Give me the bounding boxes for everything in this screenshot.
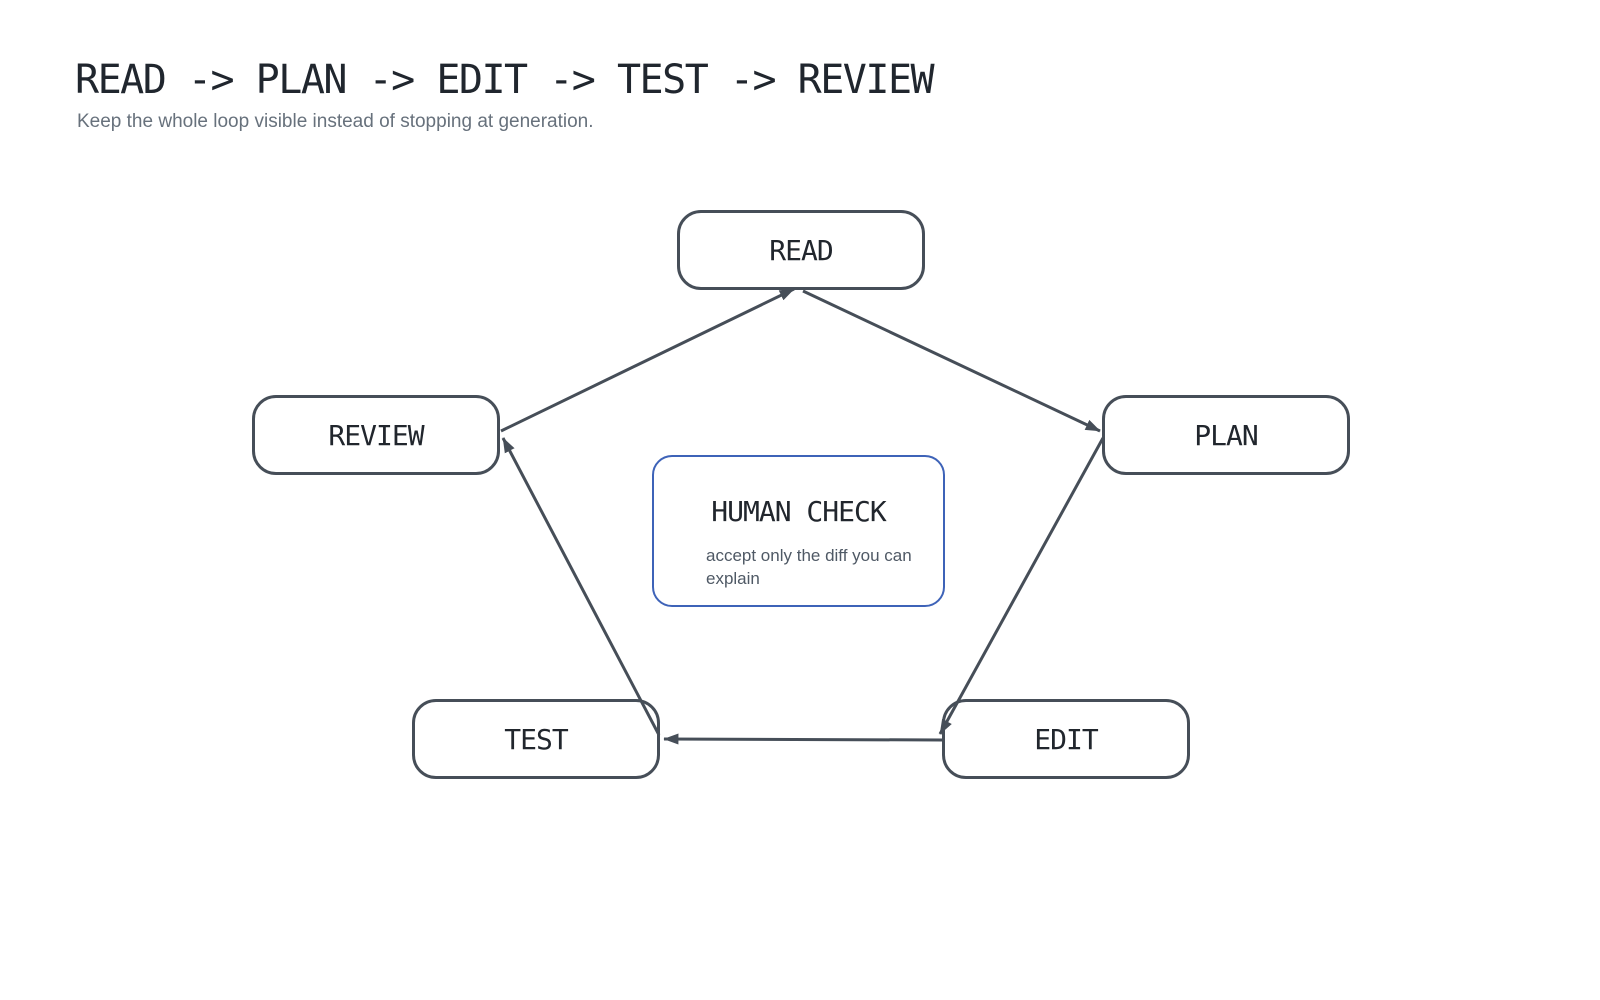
edge-test-to-review xyxy=(501,437,661,736)
page-title: READ -> PLAN -> EDIT -> TEST -> REVIEW xyxy=(75,57,935,103)
node-read-label: READ xyxy=(769,233,833,267)
node-plan: PLAN xyxy=(1102,395,1350,475)
node-test: TEST xyxy=(412,699,660,779)
page-subtitle: Keep the whole loop visible instead of s… xyxy=(77,111,594,132)
edge-review-to-read xyxy=(500,287,795,433)
edge-plan-to-edit xyxy=(938,437,1105,735)
human-check-body: accept only the diff you can explain xyxy=(706,546,912,588)
edge-edit-to-test xyxy=(663,733,943,745)
node-review: REVIEW xyxy=(252,395,500,475)
node-edit: EDIT xyxy=(942,699,1190,779)
human-check-note: HUMAN CHECK accept only the diff you can… xyxy=(652,455,945,607)
edge-read-to-plan xyxy=(802,289,1101,433)
node-review-label: REVIEW xyxy=(328,418,424,452)
node-edit-label: EDIT xyxy=(1034,722,1098,756)
node-plan-label: PLAN xyxy=(1194,418,1258,452)
human-check-title: HUMAN CHECK xyxy=(711,495,886,528)
node-test-label: TEST xyxy=(504,722,568,756)
node-read: READ xyxy=(677,210,925,290)
